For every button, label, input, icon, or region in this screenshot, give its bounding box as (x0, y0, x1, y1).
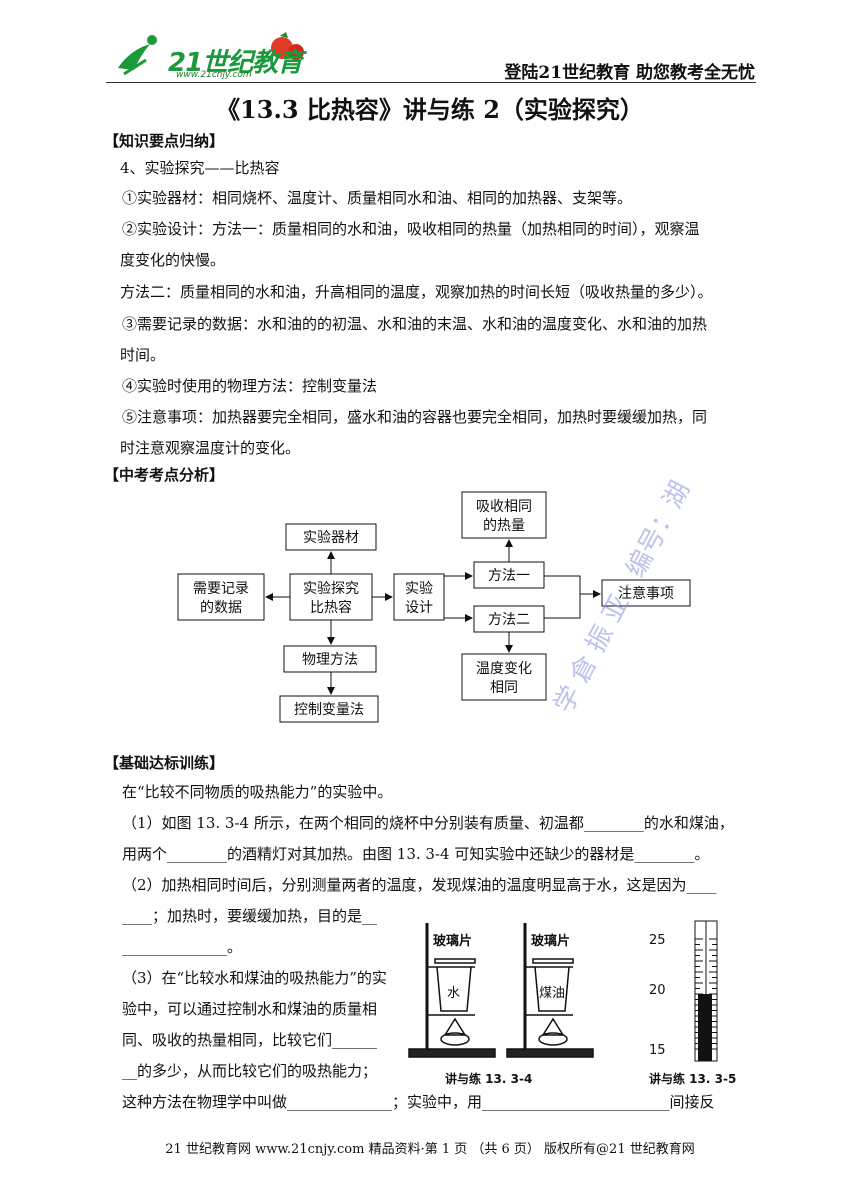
knowledge-line-6: 时间。 (120, 346, 166, 364)
thermometer-mercury (698, 994, 712, 1061)
apparatus-water (408, 923, 496, 1058)
diagram-absorb-line2: 的热量 (483, 518, 525, 534)
diagram-temp-line1: 温度变化 (476, 661, 532, 677)
exercise-line-5: ______________。 (122, 938, 243, 956)
knowledge-line-2: ②实验设计：方法一：质量相同的水和油，吸收相同的热量（加热相同的时间），观察温 (122, 220, 700, 238)
knowledge-line-8: ⑤注意事项：加热器要完全相同，盛水和油的容器也要完全相同，加热时要缓缓加热，同 (122, 408, 708, 426)
page-footer: 21 世纪教育网 www.21cnjy.com 精品资料·第 1 页 （共 6 … (165, 1142, 695, 1157)
knowledge-line-7: ④实验时使用的物理方法：控制变量法 (122, 377, 378, 395)
exercise-line-10: 这种方法在物理学中叫做______________；实验中，用_________… (122, 1093, 715, 1111)
knowledge-line-0: 4、实验探究——比热容 (120, 159, 280, 177)
diagram-design-line2: 设计 (405, 600, 433, 616)
exercise-line-2: 用两个________的酒精灯对其加热。由图 13. 3-4 可知实验中还缺少的… (122, 845, 710, 863)
diagram-absorb-line1: 吸收相同 (476, 499, 532, 515)
diagram-method2: 方法二 (488, 612, 530, 628)
diagram-design-line1: 实验 (405, 581, 433, 597)
exercise-line-8: 同、吸收的热量相同，比较它们______ (122, 1031, 378, 1049)
knowledge-line-5: ③需要记录的数据：水和油的的初温、水和油的末温、水和油的温度变化、水和油的加热 (122, 315, 708, 333)
knowledge-line-9: 时注意观察温度计的变化。 (120, 439, 301, 457)
exercise-line-4: ____；加热时，要缓缓加热，目的是__ (122, 907, 378, 925)
concept-diagram: 实验器材 需要记录 的数据 实验探究 比热容 实验 设计 吸收相同 的热量 方法… (177, 491, 691, 723)
box-design (393, 573, 445, 621)
exercise-line-7: 验中，可以通过控制水和煤油的质量相 (122, 1000, 378, 1018)
diagram-center-line2: 比热容 (310, 599, 352, 616)
diagram-data-line1: 需要记录 (193, 581, 249, 597)
box-data (177, 573, 265, 621)
diagram-temp-line2: 相同 (490, 680, 518, 696)
diagram-control: 控制变量法 (294, 702, 364, 718)
logo-icon (118, 32, 304, 76)
caption-fig5: 讲与练 13. 3-5 (649, 1071, 736, 1086)
caption-fig4: 讲与练 13. 3-4 (445, 1071, 532, 1086)
knowledge-line-3: 度变化的快慢。 (120, 251, 226, 269)
logo-url: www.21cnjy.com (176, 70, 252, 80)
diagram-notes: 注意事项 (618, 585, 674, 602)
apparatus-kerosene (506, 923, 594, 1058)
diagram-method1: 方法一 (488, 568, 530, 584)
page-title: 《13.3 比热容》讲与练 2（实验探究） (216, 95, 644, 124)
header-divider (106, 82, 756, 83)
tick-label-20: 20 (649, 983, 666, 998)
experiment-figure: 玻璃片 玻璃片 水 煤油 讲与练 13. 3-4 讲与练 13. 3-5 25 … (408, 920, 736, 1086)
diagram-data-line2: 的数据 (200, 600, 242, 616)
knowledge-line-1: ①实验器材：相同烧杯、温度计、质量相同水和油、相同的加热器、支架等。 (122, 189, 633, 207)
exercise-line-9: __的多少，从而比较它们的吸热能力； (122, 1062, 378, 1080)
box-notes (601, 579, 691, 607)
logo-text: 21世纪教育 (168, 48, 303, 78)
diagram-physics: 物理方法 (302, 652, 358, 668)
water-label: 水 (447, 986, 460, 1001)
tick-label-25: 25 (649, 933, 666, 948)
exercise-line-0: 在“比较不同物质的吸热能力”的实验中。 (122, 783, 393, 801)
exercise-line-6: （3）在“比较水和煤油的吸热能力”的实 (122, 969, 387, 987)
thermometer (694, 920, 718, 1062)
knowledge-line-4: 方法二：质量相同的水和油，升高相同的温度，观察加热的时间长短（吸收热量的多少）。 (120, 283, 713, 301)
glass-label-2: 玻璃片 (531, 933, 570, 949)
diagram-center-line1: 实验探究 (303, 581, 359, 597)
box-physics (283, 645, 377, 673)
exercise-line-1: （1）如图 13. 3-4 所示，在两个相同的烧杯中分别装有质量、初温都____… (122, 814, 734, 832)
box-equipment (285, 523, 377, 551)
diagram-equipment: 实验器材 (303, 530, 359, 546)
section-training: 【基础达标训练】 (104, 754, 225, 772)
box-temp (461, 653, 547, 701)
section-knowledge: 【知识要点归纳】 (104, 132, 225, 150)
box-control (279, 695, 379, 723)
exercise-line-3: （2）加热相同时间后，分别测量两者的温度，发现煤油的温度明显高于水，这是因为__… (122, 876, 717, 894)
tick-label-15: 15 (649, 1043, 666, 1058)
section-exam: 【中考考点分析】 (104, 466, 225, 484)
glass-label-1: 玻璃片 (433, 933, 472, 949)
kerosene-label: 煤油 (539, 986, 565, 1001)
box-absorb (461, 491, 547, 539)
header-slogan: 登陆21世纪教育 助您教考全无忧 (504, 63, 755, 83)
